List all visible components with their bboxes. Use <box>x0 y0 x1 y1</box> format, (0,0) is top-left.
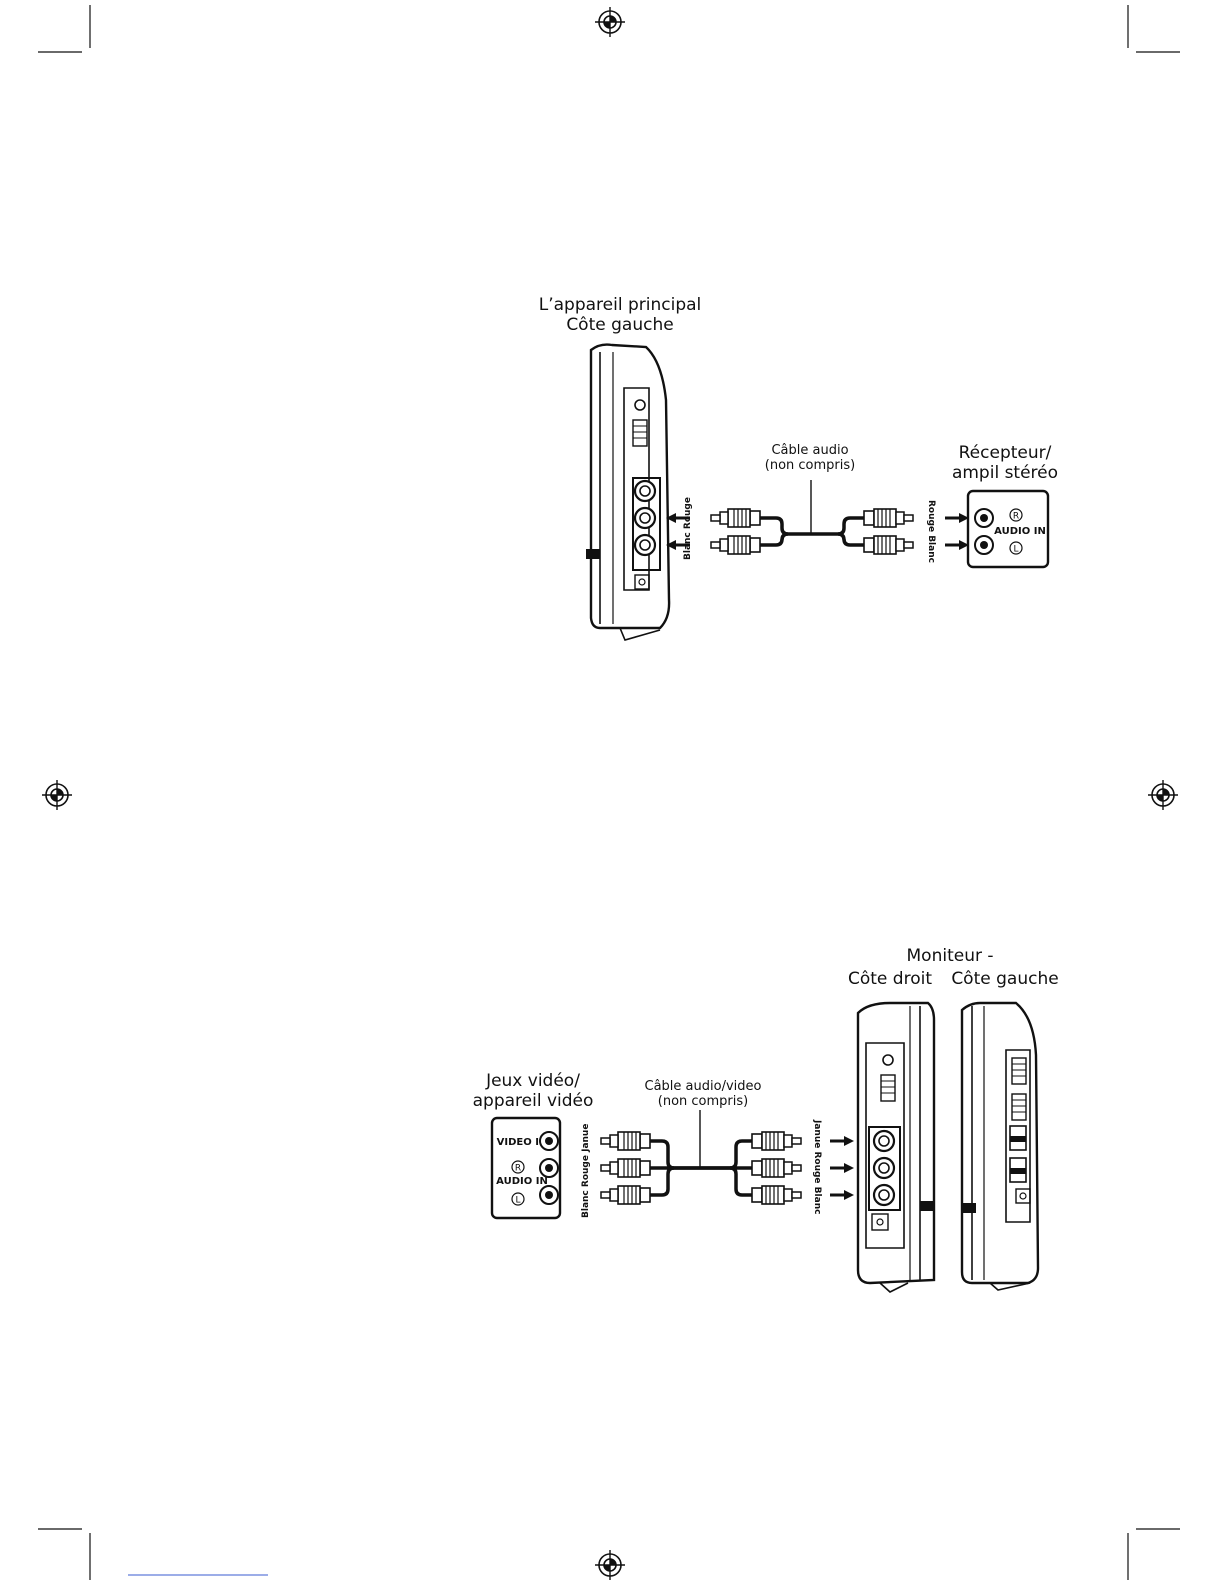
source-audio-left-jack <box>540 1186 558 1204</box>
av-cable-label-line2: (non compris) <box>628 1095 778 1110</box>
source-plug-labels: Blanc Rouge Janue <box>581 1124 591 1218</box>
arrow-right-icon <box>945 540 969 550</box>
receiver-jack-left <box>975 536 993 554</box>
symbol-l: L <box>515 1196 520 1206</box>
main-unit-side-view <box>586 345 669 640</box>
arrow-right-icon <box>830 1136 854 1146</box>
left-plug-labels: Blanc Rouge <box>683 497 693 560</box>
rca-plug-red <box>711 509 760 527</box>
registration-mark-bottom <box>595 1550 625 1580</box>
monitor-left-side-label: Côte gauche <box>945 970 1065 990</box>
rca-plug-white <box>601 1186 650 1204</box>
rca-plug-white <box>711 536 760 554</box>
source-title-line1: Jeux vidéo/ <box>468 1072 598 1092</box>
crop-marks <box>38 5 1180 1580</box>
receiver-audio-in-label: AUDIO IN <box>994 526 1046 537</box>
rca-plug-red <box>864 509 913 527</box>
receiver-title-line2: ampil stéréo <box>945 464 1065 484</box>
rca-plug-white <box>864 536 913 554</box>
main-unit-title-line2: Côte gauche <box>520 316 720 336</box>
av-cable <box>650 1141 752 1195</box>
main-unit-title: L’appareil principal Côte gauche <box>520 296 720 335</box>
arrow-right-icon <box>945 513 969 523</box>
source-video-jack <box>540 1132 558 1150</box>
registration-mark-right <box>1148 780 1178 810</box>
receiver-title-line1: Récepteur/ <box>945 444 1065 464</box>
receiver-title: Récepteur/ ampil stéréo <box>945 444 1065 483</box>
registration-mark-left <box>42 780 72 810</box>
rca-plug-white <box>752 1186 801 1204</box>
monitor-audio-left-jack <box>874 1185 894 1205</box>
rca-plug-yellow <box>601 1132 650 1150</box>
source-audio-right-jack <box>540 1159 558 1177</box>
monitor-left-side-view <box>962 1003 1038 1290</box>
receiver-jack-right <box>975 509 993 527</box>
main-unit-title-line1: L’appareil principal <box>520 296 720 316</box>
monitor-right-side-label: Côte droit <box>840 970 940 990</box>
right-plug-labels: Rouge Blanc <box>926 500 936 563</box>
source-title-line2: appareil vidéo <box>468 1092 598 1112</box>
monitor-plug-labels: Janue Rouge Blanc <box>812 1119 822 1214</box>
arrow-right-icon <box>830 1190 854 1200</box>
monitor-video-in-jack <box>874 1131 894 1151</box>
symbol-r: R <box>1013 512 1019 522</box>
audio-left-jack <box>635 535 655 555</box>
arrow-right-icon <box>830 1163 854 1173</box>
registration-mark-top <box>595 7 625 37</box>
av-cable-label-line1: Câble audio/video <box>628 1080 778 1095</box>
video-out-jack <box>635 481 655 501</box>
diagram-audio-connection: Blanc Rouge Rouge Blanc R AUDIO IN L <box>586 345 1048 640</box>
rca-plug-red <box>601 1159 650 1177</box>
rca-plug-yellow <box>752 1132 801 1150</box>
symbol-r: R <box>515 1164 521 1174</box>
cable-label: Câble audio (non compris) <box>750 444 870 474</box>
cable-label-line1: Câble audio <box>750 444 870 459</box>
monitor-audio-right-jack <box>874 1158 894 1178</box>
av-cable-label: Câble audio/video (non compris) <box>628 1080 778 1110</box>
audio-cable <box>760 518 864 545</box>
monitor-title: Moniteur - <box>880 947 1020 967</box>
diagram-av-connection: VIDEO IN R AUDIO IN L Blanc Rouge Janue … <box>492 1003 1038 1292</box>
source-title: Jeux vidéo/ appareil vidéo <box>468 1072 598 1111</box>
rca-plug-red <box>752 1159 801 1177</box>
audio-in-label: AUDIO IN <box>496 1176 548 1187</box>
audio-right-jack <box>635 508 655 528</box>
symbol-l: L <box>1013 545 1018 555</box>
monitor-right-side-view <box>858 1003 934 1292</box>
cable-label-line2: (non compris) <box>750 459 870 474</box>
